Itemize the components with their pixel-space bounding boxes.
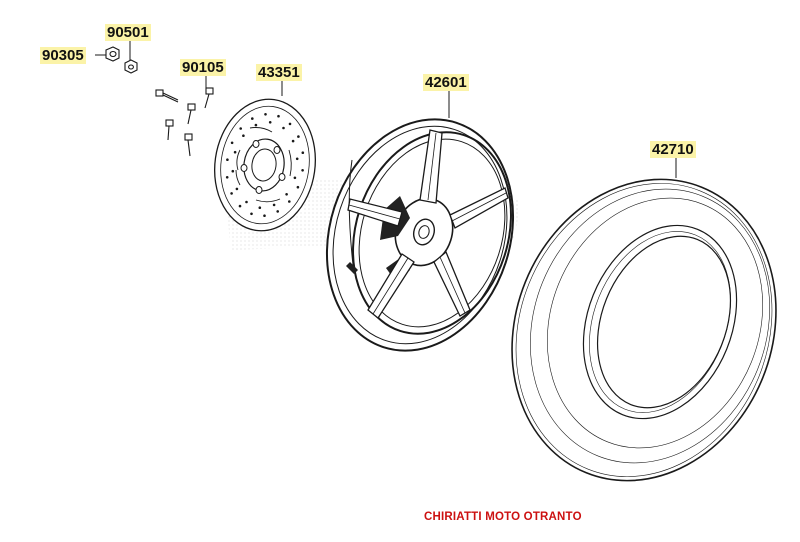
disc-hole — [301, 169, 304, 172]
disc-hole — [245, 200, 248, 204]
disc-hole — [254, 123, 258, 127]
disc-hole — [238, 204, 242, 208]
disc-hole — [225, 176, 229, 179]
disc-hole — [288, 122, 292, 126]
disc-hole — [235, 187, 239, 191]
disc-hole — [295, 157, 299, 161]
part-number-90105: 90105 — [180, 59, 226, 76]
disc-hole — [251, 117, 254, 120]
dealer-credit: CHIRIATTI MOTO OTRANTO — [424, 511, 582, 523]
tire-42710 — [511, 178, 777, 482]
disc-bolts-90105 — [155, 87, 214, 157]
disc-hole — [291, 139, 295, 143]
disc-hole — [230, 141, 234, 145]
disc-hole — [230, 192, 233, 195]
disc-hole — [239, 127, 242, 130]
part-number-90305: 90305 — [40, 47, 86, 64]
part-number-42601: 42601 — [423, 74, 469, 91]
disc-hole — [277, 114, 280, 118]
part-number-42710: 42710 — [650, 141, 696, 158]
part-number-43351: 43351 — [256, 64, 302, 81]
disc-hole — [233, 150, 237, 154]
brake-disc-43351 — [213, 98, 317, 232]
wheel-rim-42601 — [325, 118, 515, 352]
disc-hole — [297, 135, 300, 138]
disc-hole — [301, 151, 305, 154]
part-number-90501: 90501 — [105, 24, 151, 41]
disc-hole — [258, 206, 262, 209]
disc-hole — [272, 203, 276, 207]
disc-hole — [293, 176, 297, 180]
nut-90305 — [105, 46, 120, 62]
disc-hole — [268, 121, 272, 124]
disc-hole — [288, 200, 291, 203]
disc-hole — [250, 212, 253, 216]
disc-hole — [282, 126, 285, 130]
disc-hole — [296, 185, 300, 189]
washer-90501 — [124, 59, 138, 74]
disc-hole — [226, 158, 229, 161]
disc-hole — [231, 169, 235, 173]
disc-hole — [263, 214, 266, 217]
disc-hole — [242, 134, 245, 137]
disc-hole — [285, 193, 288, 196]
disc-hole — [264, 113, 267, 116]
disc-hole — [276, 210, 280, 213]
